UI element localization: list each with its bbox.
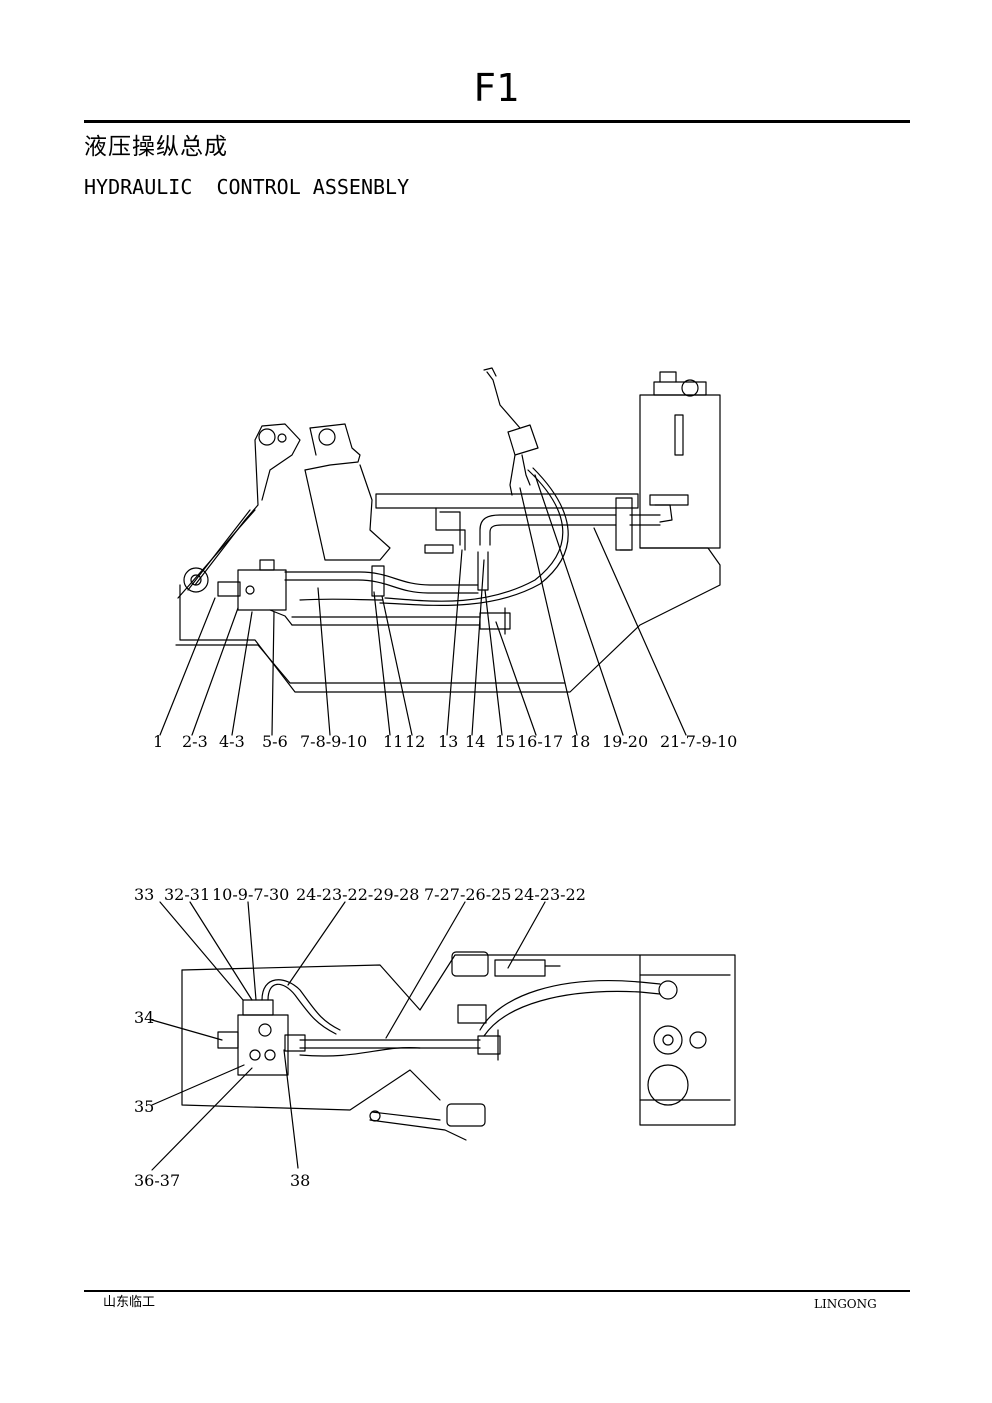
- callout-label: 16-17: [517, 732, 563, 751]
- callout-label: 36-37: [134, 1171, 180, 1190]
- callout-label: 15: [495, 732, 515, 751]
- callout-label: 1: [153, 732, 163, 751]
- top-view-callouts: 33 32-31 10-9-7-30 24-23-22-29-28 7-27-2…: [134, 885, 586, 1190]
- footer-rule: [84, 1290, 910, 1292]
- callout-label: 5-6: [262, 732, 288, 751]
- title-english: HYDRAULIC CONTROL ASSENBLY: [84, 175, 410, 199]
- callout-label: 38: [290, 1171, 310, 1190]
- callout-label: 32-31: [164, 885, 210, 904]
- footer-company: 山东临工: [103, 1295, 156, 1310]
- callout-label: 35: [134, 1097, 154, 1116]
- callout-label: 24-23-22-29-28: [296, 885, 419, 904]
- callout-label: 33: [134, 885, 154, 904]
- top-view-drawing: [151, 901, 736, 1171]
- side-view-callouts: 1 2-3 4-3 5-6 7-8-9-10 11 12 13 14 15 16…: [153, 732, 737, 751]
- callout-label: 13: [438, 732, 458, 751]
- callout-label: 19-20: [602, 732, 648, 751]
- callout-label: 34: [134, 1008, 154, 1027]
- callout-label: 2-3: [182, 732, 208, 751]
- callout-label: 7-27-26-25: [424, 885, 511, 904]
- side-view-drawing: [159, 367, 721, 736]
- callout-label: 12: [405, 732, 425, 751]
- callout-label: 14: [465, 732, 485, 751]
- callout-label: 4-3: [219, 732, 245, 751]
- title-chinese: 液压操纵总成: [84, 134, 228, 160]
- callout-label: 11: [383, 732, 403, 751]
- header-rule: [84, 120, 910, 123]
- footer-brand: LINGONG: [814, 1297, 877, 1311]
- callout-label: 24-23-22: [514, 885, 586, 904]
- callout-label: 7-8-9-10: [300, 732, 367, 751]
- page-code: F1: [473, 66, 519, 110]
- callout-label: 21-7-9-10: [660, 732, 737, 751]
- callout-label: 18: [570, 732, 590, 751]
- callout-label: 10-9-7-30: [212, 885, 289, 904]
